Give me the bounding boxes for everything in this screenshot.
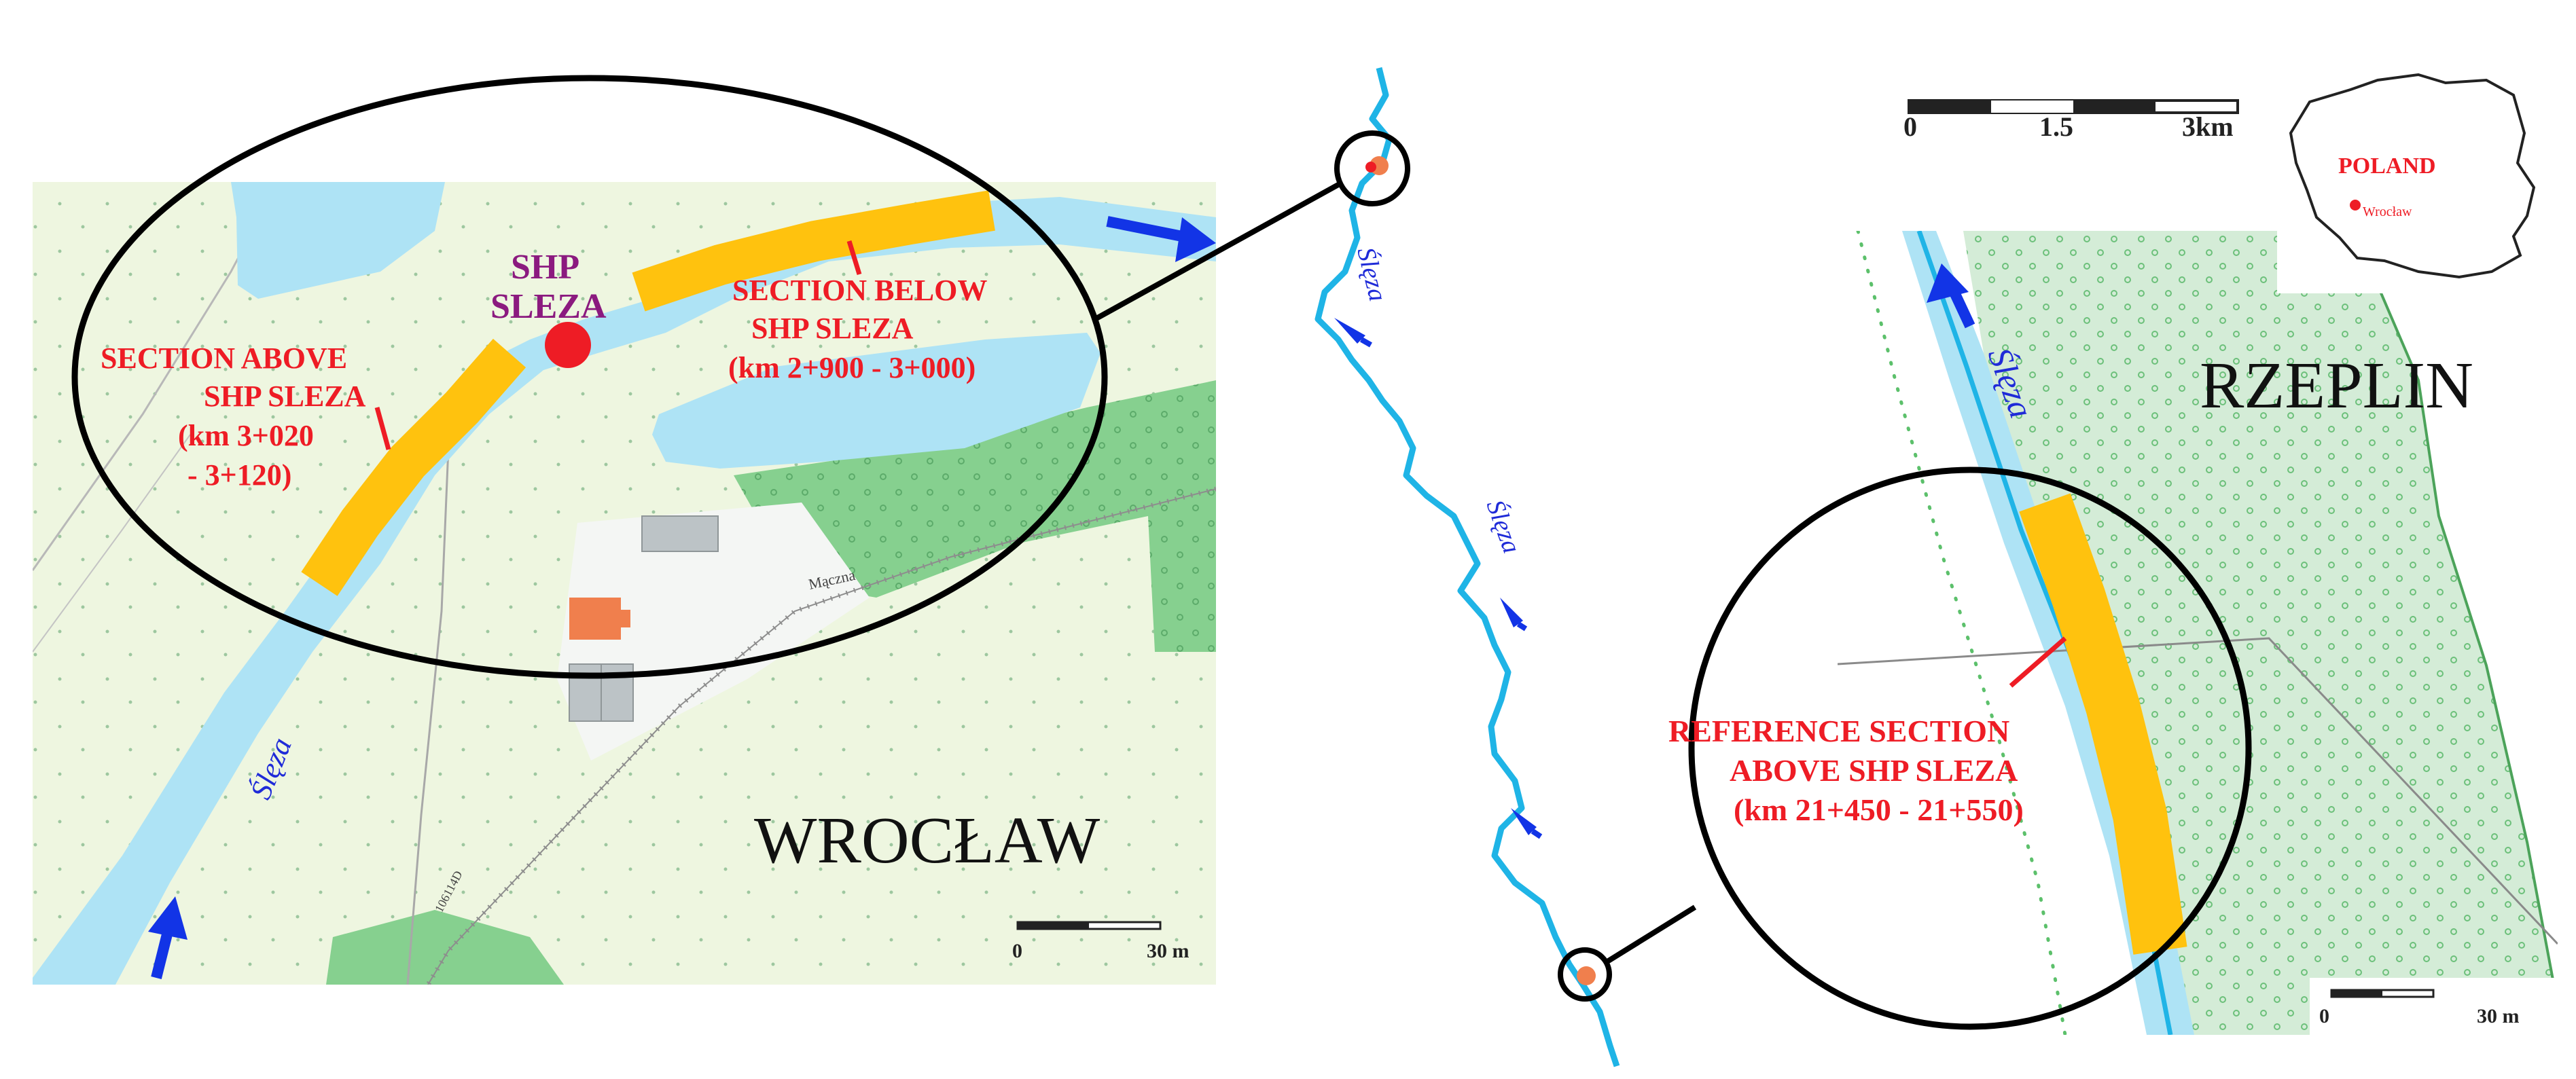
flow-arrow: [1511, 808, 1537, 835]
location-dot-reference: [1577, 966, 1596, 985]
building-orange: [569, 598, 621, 640]
flow-arrow-north: [148, 896, 187, 979]
flow-arrow: [1334, 318, 1365, 344]
forest-area-south: [326, 910, 564, 985]
river-sleza-overview: [1314, 67, 1620, 1067]
city-label-wroclaw: WROCŁAW: [754, 804, 1101, 877]
flow-arrow-east: [1106, 216, 1216, 262]
middle-river-label-top: Ślęza: [1351, 244, 1392, 304]
flow-arrow-right: [1927, 263, 1975, 329]
building-orange-annex: [618, 610, 630, 627]
reference-label-line3: (km 21+450 - 21+550): [1734, 792, 2024, 827]
left-detail-map: Mączna 106114D Ślęza WROCŁAW: [33, 182, 1216, 985]
overview-scale-tick-2: 3km: [2182, 111, 2234, 142]
path-line-2: [406, 447, 450, 985]
section-above-shp: [301, 338, 526, 596]
pond-east: [652, 333, 1101, 469]
location-circle-reference: [1558, 947, 1612, 1002]
section-above-line4: - 3+120): [187, 458, 291, 492]
section-below-shp: [632, 190, 995, 312]
section-above-line1: SECTION ABOVE: [101, 342, 347, 375]
leader-line-left: [1094, 182, 1340, 322]
right-detail-map: Ślęza RZEPLIN 0 30 m: [1838, 231, 2558, 1035]
left-scale-start: 0: [1012, 940, 1022, 962]
section-below-line3: (km 2+900 - 3+000): [728, 351, 976, 384]
right-focus-circle: [1688, 467, 2252, 1030]
reference-label-line2: ABOVE SHP SLEZA: [1730, 753, 2018, 788]
right-scale-bar: 0 30 m: [2310, 978, 2558, 1035]
section-above-label: SECTION ABOVE SHP SLEZA (km 3+020 - 3+12…: [101, 342, 366, 492]
river-sleza: [33, 197, 1216, 985]
shp-sleza-marker: [545, 322, 591, 368]
pond-north: [231, 182, 445, 299]
section-above-line2: SHP SLEZA: [204, 380, 366, 413]
flow-arrow: [1500, 598, 1523, 627]
reference-section-label: REFERENCE SECTION ABOVE SHP SLEZA (km 21…: [1668, 714, 2024, 827]
building-grey: [641, 515, 719, 552]
reference-label-line1: REFERENCE SECTION: [1668, 714, 2009, 748]
railway-line: [427, 488, 1216, 985]
middle-river-label-mid: Ślęza: [1481, 496, 1526, 557]
right-scale-end: 30 m: [2477, 1005, 2520, 1027]
location-circle-shp: [1334, 130, 1410, 206]
poland-inset: POLAND Wrocław: [2277, 73, 2558, 293]
power-line: [1838, 637, 2558, 945]
inset-country-label: POLAND: [2338, 153, 2436, 179]
overview-scale-tick-0: 0: [1903, 111, 1917, 142]
shp-label-line1: SHP: [511, 248, 579, 287]
village-label-rzeplin: RZEPLIN: [2200, 349, 2473, 422]
forest-rzeplin-texture: [1963, 231, 2558, 1035]
reference-section-tick: [2009, 636, 2067, 688]
left-scale-end: 30 m: [1147, 940, 1189, 962]
poland-outline: [2289, 73, 2536, 279]
overview-scale-bar: 0 1.5 3km: [1903, 99, 2239, 142]
left-focus-ellipse: [71, 75, 1108, 679]
forest-edge: [2376, 285, 2558, 1006]
leader-line-right: [1605, 904, 1697, 964]
shp-label-line2: SLEZA: [490, 287, 607, 326]
section-below-line1: SECTION BELOW: [732, 274, 987, 307]
section-below-tick: [846, 240, 862, 276]
section-above-tick: [374, 407, 391, 450]
reference-section: [2019, 493, 2187, 955]
section-below-label: SECTION BELOW SHP SLEZA (km 2+900 - 3+00…: [728, 274, 987, 384]
overview-scale-tick-1: 1.5: [2039, 111, 2073, 142]
industrial-plot: [557, 502, 870, 761]
section-below-line2: SHP SLEZA: [751, 312, 914, 345]
section-above-line3: (km 3+020: [178, 419, 314, 452]
inset-wroclaw-dot: [2350, 200, 2361, 211]
inset-city-label: Wrocław: [2363, 204, 2412, 219]
left-scale-bar: 0 30 m: [1012, 921, 1189, 962]
right-scale-start: 0: [2319, 1005, 2329, 1027]
